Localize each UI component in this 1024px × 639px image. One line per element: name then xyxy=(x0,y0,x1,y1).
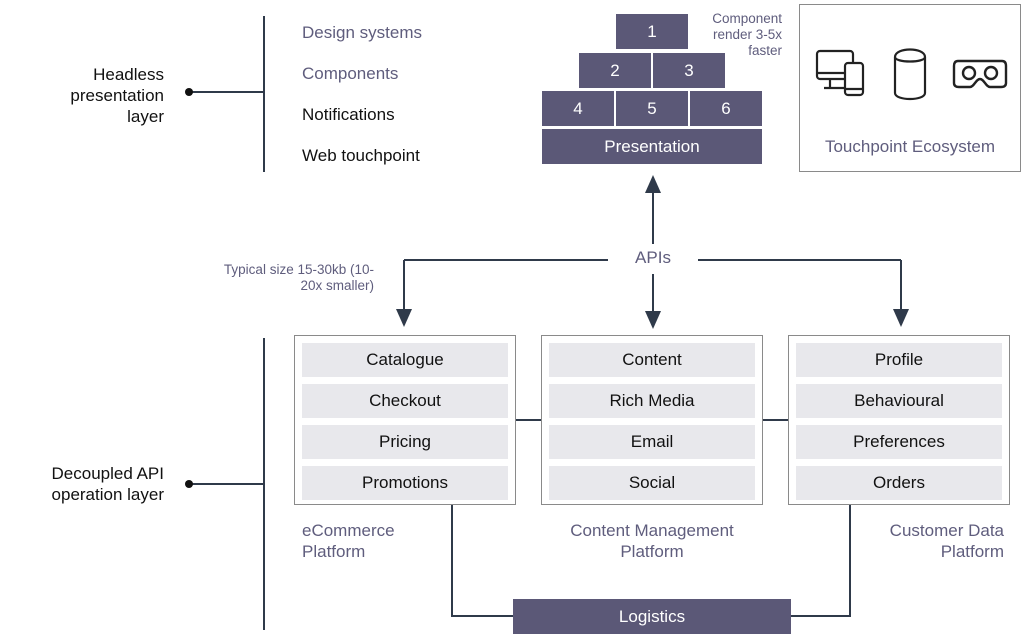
platform-cell-orders: Orders xyxy=(796,466,1002,500)
platform-cell-checkout: Checkout xyxy=(302,384,508,418)
touchpoint-ecosystem-label: Touchpoint Ecosystem xyxy=(824,137,996,156)
pyramid-brick-5: 5 xyxy=(616,91,688,126)
ecommerce-platform-label: eCommerce Platform xyxy=(302,521,395,561)
pyramid-brick-4: 4 xyxy=(542,91,614,126)
content-management-platform-box: Content Rich Media Email Social xyxy=(541,335,763,505)
customer-data-platform-box: Profile Behavioural Preferences Orders xyxy=(788,335,1010,505)
platform-cell-preferences: Preferences xyxy=(796,425,1002,459)
desktop-mobile-icon xyxy=(815,49,865,97)
stack-item-components: Components xyxy=(302,64,399,83)
pyramid-brick-6: 6 xyxy=(690,91,762,126)
logistics-block: Logistics xyxy=(513,599,791,634)
pyramid-brick-1: 1 xyxy=(616,14,688,49)
render-speed-note: Component render 3-5x faster xyxy=(712,11,782,58)
platform-cell-profile: Profile xyxy=(796,343,1002,377)
pyramid-brick-2: 2 xyxy=(579,53,651,88)
platform-cell-rich-media: Rich Media xyxy=(549,384,755,418)
stack-item-web-touchpoint: Web touchpoint xyxy=(302,146,420,165)
platform-cell-email: Email xyxy=(549,425,755,459)
ecommerce-platform-box: Catalogue Checkout Pricing Promotions xyxy=(294,335,516,505)
pyramid-brick-3: 3 xyxy=(653,53,725,88)
stack-item-notifications: Notifications xyxy=(302,105,395,124)
customer-data-platform-label: Customer Data Platform xyxy=(889,521,1004,561)
presentation-block: Presentation xyxy=(542,129,762,164)
smart-speaker-icon xyxy=(893,48,927,101)
api-size-note: Typical size 15-30kb (10- 20x smaller) xyxy=(223,262,374,293)
vr-headset-icon xyxy=(952,59,1008,89)
content-management-platform-label: Content Management Platform xyxy=(570,521,734,561)
platform-cell-promotions: Promotions xyxy=(302,466,508,500)
touchpoint-ecosystem-box: Touchpoint Ecosystem xyxy=(799,4,1021,172)
presentation-layer-label: Headless presentation layer xyxy=(70,65,164,126)
operation-layer-label: Decoupled API operation layer xyxy=(51,464,164,504)
platform-cell-pricing: Pricing xyxy=(302,425,508,459)
apis-label: APIs xyxy=(608,248,698,268)
platform-cell-behavioural: Behavioural xyxy=(796,384,1002,418)
stack-item-design-systems: Design systems xyxy=(302,23,422,42)
platform-cell-content: Content xyxy=(549,343,755,377)
platform-cell-catalogue: Catalogue xyxy=(302,343,508,377)
platform-cell-social: Social xyxy=(549,466,755,500)
